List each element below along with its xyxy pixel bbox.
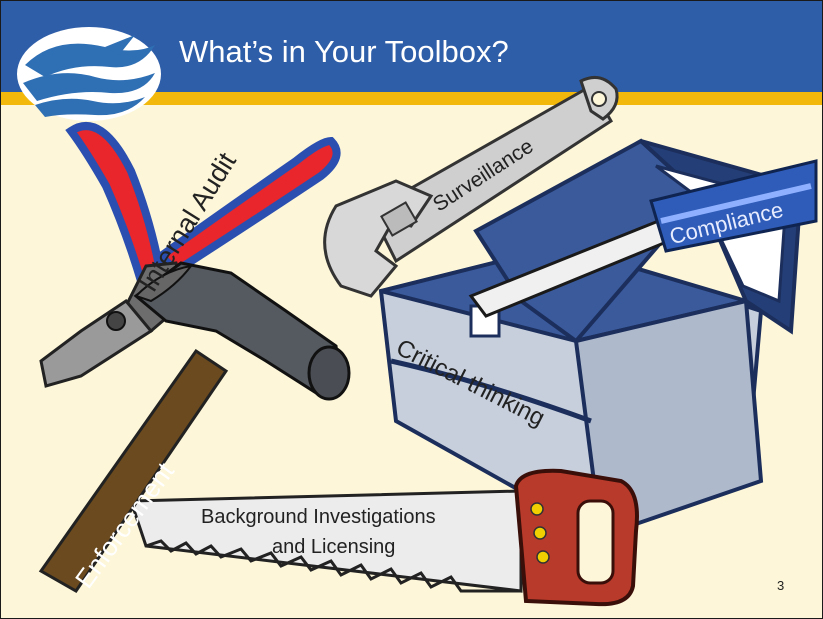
agency-logo	[17, 27, 161, 121]
saw-label-line2: and Licensing	[272, 536, 396, 558]
screwdriver-illustration	[468, 159, 818, 318]
hammer-illustration	[38, 261, 351, 593]
slide-title: What’s in Your Toolbox?	[179, 34, 509, 69]
page-number: 3	[777, 578, 785, 593]
saw-illustration	[128, 468, 639, 607]
toolbox-illustration	[378, 138, 804, 539]
wrench-illustration	[323, 75, 619, 298]
saw-label-line1: Background Investigations	[201, 506, 436, 528]
